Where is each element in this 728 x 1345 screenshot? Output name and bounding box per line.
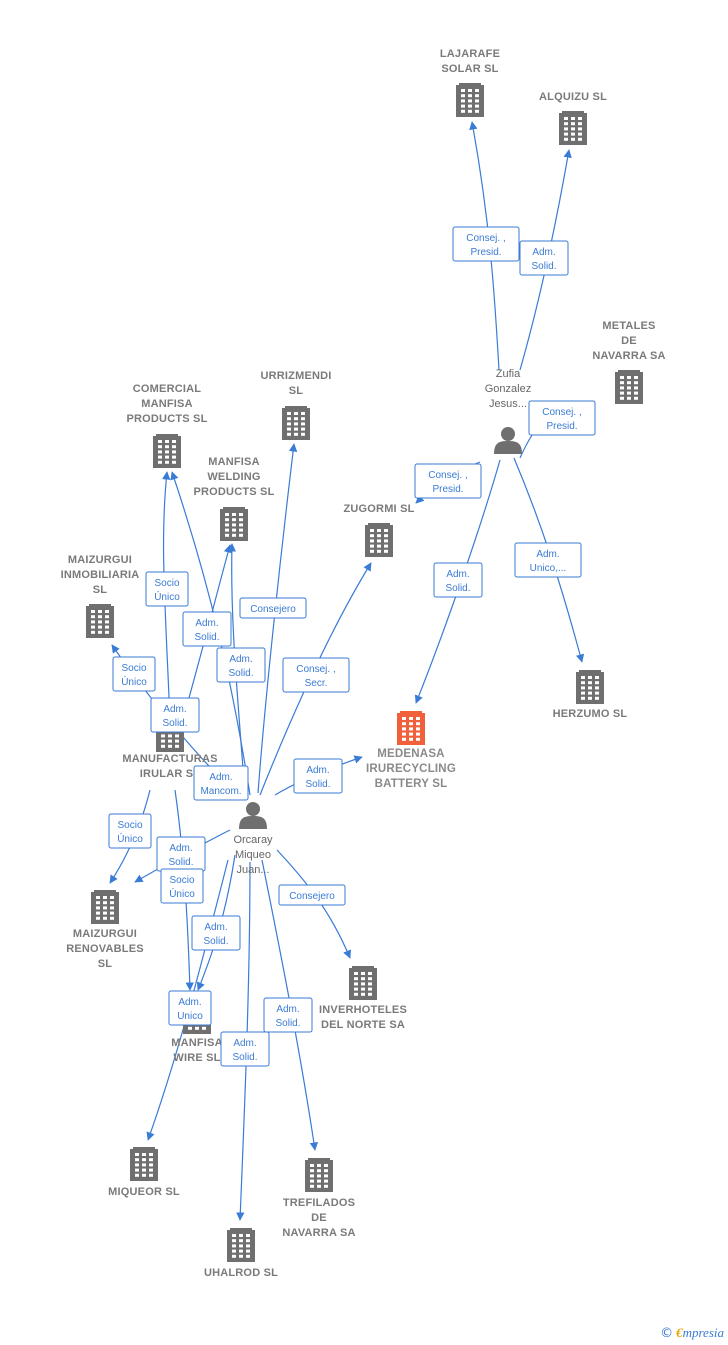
- svg-text:Consejero: Consejero: [250, 604, 296, 615]
- svg-text:Adm.Solid.: Adm.Solid.: [275, 1004, 300, 1029]
- svg-text:Adm.Solid.: Adm.Solid.: [203, 922, 228, 947]
- relation-label-r5[interactable]: Adm.Solid.: [433, 562, 483, 598]
- svg-text:Adm.Unico,...: Adm.Unico,...: [530, 549, 567, 574]
- svg-text:Adm.Solid.: Adm.Solid.: [194, 618, 219, 643]
- svg-text:Consejero: Consejero: [289, 891, 335, 902]
- company-metales-icon[interactable]: [615, 370, 643, 404]
- svg-text:Adm.Solid.: Adm.Solid.: [232, 1038, 257, 1063]
- company-alquizu-icon[interactable]: [559, 111, 587, 145]
- relation-label-r12[interactable]: Consej. ,Secr.: [282, 657, 350, 693]
- brand-initial: €: [676, 1325, 683, 1340]
- relation-label-r13[interactable]: Adm.Solid.: [293, 758, 343, 794]
- relation-label-r10[interactable]: Adm.Solid.: [216, 647, 266, 683]
- svg-text:Adm.Solid.: Adm.Solid.: [168, 843, 193, 868]
- svg-text:Adm.Solid.: Adm.Solid.: [162, 704, 187, 729]
- relation-label-r23[interactable]: Adm.Solid.: [220, 1031, 270, 1067]
- svg-text:Consej. ,Presid.: Consej. ,Presid.: [542, 407, 581, 432]
- relation-label-r21[interactable]: Adm.Unico: [168, 990, 212, 1026]
- relation-label-r22[interactable]: Adm.Solid.: [263, 997, 313, 1033]
- company-uhalrod-icon[interactable]: [227, 1228, 255, 1262]
- relation-label-r1[interactable]: Consej. ,Presid.: [452, 226, 520, 262]
- company-trefilados-icon[interactable]: [305, 1158, 333, 1192]
- svg-text:Adm.Unico: Adm.Unico: [177, 997, 203, 1022]
- relation-label-r14[interactable]: Adm.Mancom.: [193, 765, 249, 801]
- relation-label-r20[interactable]: Adm.Solid.: [191, 915, 241, 951]
- relation-label-r19[interactable]: Consejero: [278, 884, 346, 906]
- company-zugormi-label[interactable]: ZUGORMI SL: [343, 503, 414, 515]
- brand-name: mpresia: [682, 1325, 724, 1340]
- company-maizurgui_renov-icon[interactable]: [91, 890, 119, 924]
- company-miqueor-icon[interactable]: [130, 1147, 158, 1181]
- relation-label-r17[interactable]: Adm.Solid.: [156, 836, 206, 872]
- person-orcaray-icon[interactable]: [239, 802, 267, 829]
- svg-text:Adm.Solid.: Adm.Solid.: [305, 765, 330, 790]
- person-zufia-icon[interactable]: [494, 427, 522, 454]
- relation-label-r15[interactable]: Adm.Solid.: [150, 697, 200, 733]
- svg-text:Consej. ,Presid.: Consej. ,Presid.: [428, 470, 467, 495]
- svg-text:Consej. ,Presid.: Consej. ,Presid.: [466, 233, 505, 258]
- company-manfisa_welding-icon[interactable]: [220, 507, 248, 541]
- company-uhalrod-label[interactable]: UHALROD SL: [204, 1267, 278, 1279]
- svg-text:Adm.Solid.: Adm.Solid.: [445, 569, 470, 594]
- relation-label-r9[interactable]: Consejero: [239, 597, 307, 619]
- company-maizurgui_inmob-icon[interactable]: [86, 604, 114, 638]
- company-alquizu-label[interactable]: ALQUIZU SL: [539, 91, 607, 103]
- company-herzumo-icon[interactable]: [576, 670, 604, 704]
- company-comercial-icon[interactable]: [153, 434, 181, 468]
- relation-label-r6[interactable]: Adm.Unico,...: [514, 542, 582, 578]
- svg-text:Adm.Solid.: Adm.Solid.: [228, 654, 253, 679]
- company-lajarafe-icon[interactable]: [456, 83, 484, 117]
- company-herzumo-label[interactable]: HERZUMO SL: [553, 708, 628, 720]
- svg-text:Adm.Solid.: Adm.Solid.: [531, 247, 556, 272]
- svg-text:Consej. ,Secr.: Consej. ,Secr.: [296, 664, 335, 689]
- company-medenasa-icon[interactable]: [397, 711, 425, 745]
- company-zugormi-icon[interactable]: [365, 523, 393, 557]
- company-urrizmendi-icon[interactable]: [282, 406, 310, 440]
- relation-label-r8[interactable]: Adm.Solid.: [182, 611, 232, 647]
- relation-label-r3[interactable]: Consej. ,Presid.: [528, 400, 596, 436]
- company-miqueor-label[interactable]: MIQUEOR SL: [108, 1186, 180, 1198]
- relation-labels-layer: Consej. ,Presid. Adm.Solid. Consej. ,Presi…: [108, 226, 596, 1067]
- empresia-logo[interactable]: ©€mpresia: [660, 1325, 724, 1341]
- svg-text:Adm.Mancom.: Adm.Mancom.: [200, 772, 241, 797]
- relation-label-r4[interactable]: Consej. ,Presid.: [414, 463, 482, 499]
- relation-edge: [257, 443, 298, 794]
- relation-label-r2[interactable]: Adm.Solid.: [519, 240, 569, 276]
- company-inverhoteles-icon[interactable]: [349, 966, 377, 1000]
- copyright-symbol: ©: [660, 1326, 674, 1341]
